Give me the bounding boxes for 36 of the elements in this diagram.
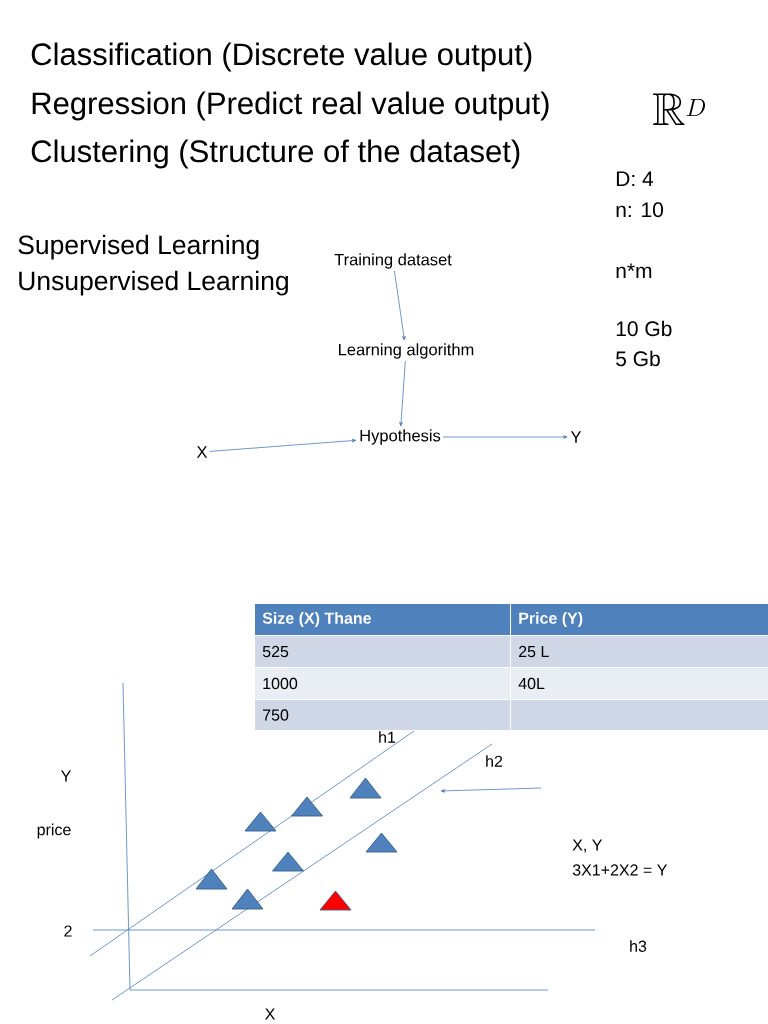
table-cell: 1000: [255, 668, 510, 699]
learning-type-text: Supervised Learning: [18, 234, 259, 260]
flow-label: Training dataset: [334, 253, 452, 269]
axis-label: X: [265, 1008, 275, 1020]
task-text: Classification (Discrete value output): [31, 42, 532, 72]
line-label: h2: [486, 755, 503, 767]
axis-label: Y: [61, 770, 71, 782]
learning-type-text: Unsupervised Learning: [19, 270, 288, 296]
axis-label: price: [37, 823, 71, 839]
flow-label: Hypothesis: [360, 429, 441, 445]
table-header-cell: Size (X) Thane: [255, 604, 510, 635]
arrow: [394, 270, 406, 341]
line-label: h3: [630, 940, 647, 952]
flow-label: Y: [570, 431, 582, 443]
table-cell: 40L: [511, 668, 768, 699]
task-text: Regression (Predict real value output): [32, 91, 549, 121]
table-cell: 25 L: [511, 636, 768, 667]
note-text: X, Y: [572, 839, 603, 853]
table-header-cell: Price (Y): [511, 604, 768, 635]
flow-label: Learning algorithm: [339, 343, 474, 359]
task-text: Clustering (Structure of the dataset): [31, 139, 520, 169]
math-symbol: $\mathbb{R}^D$: [652, 93, 706, 125]
equation-text: 3X1+2X2 = Y: [572, 864, 667, 876]
note-text: 5 Gb: [616, 350, 660, 367]
arrow: [442, 435, 568, 439]
arrow: [399, 360, 406, 427]
arrow: [209, 438, 357, 452]
line-label: h1: [379, 731, 396, 743]
note-text: n: 10: [616, 202, 663, 218]
table-cell: 750: [255, 700, 510, 730]
note-text: 10 Gb: [616, 320, 672, 337]
table-cell: 525: [255, 636, 510, 667]
tick-label: 2: [64, 925, 72, 937]
flow-label: X: [196, 446, 208, 458]
note-text: n*m: [616, 263, 652, 278]
note-text: D: 4: [616, 171, 654, 186]
